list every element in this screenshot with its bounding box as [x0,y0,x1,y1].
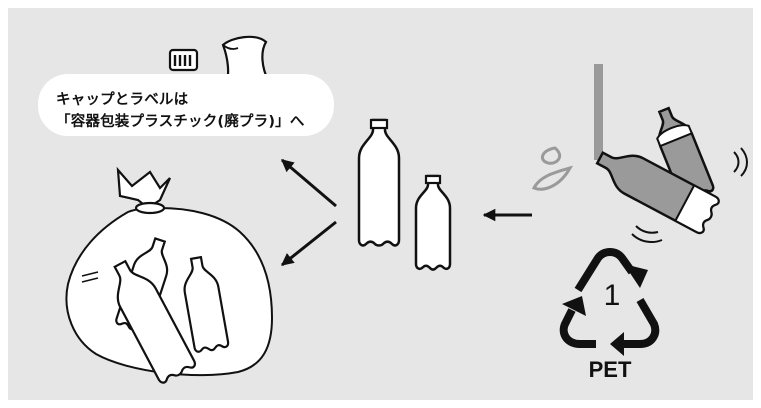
recycle-number: 1 [592,281,632,311]
water-stream-icon [534,64,603,189]
arrow-to-label-note [282,160,336,206]
arrow-to-garbage-bag [282,222,336,265]
label-note-line-2: 「容器包装プラスチック(廃プラ)」へ [56,110,305,131]
recycle-label: PET [578,359,642,381]
label-note-line-1: キャップとラベルは [56,88,188,109]
clean-bottle-large-icon [359,120,399,246]
cap-icon [170,50,197,70]
clean-bottle-small-icon [416,176,450,270]
